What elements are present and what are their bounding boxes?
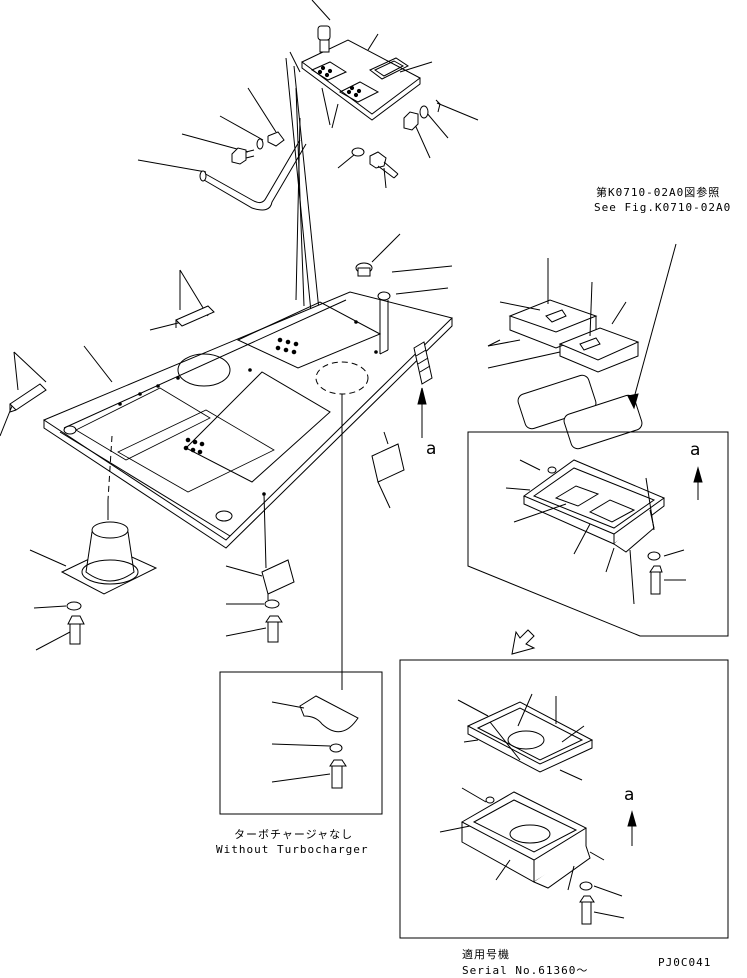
inset-turbo-caption-en: Without Turbocharger: [216, 843, 369, 856]
hollow-down-arrow: [511, 629, 536, 655]
handle-rod: [199, 139, 307, 211]
side-bracket-top: [175, 305, 215, 328]
ref-arrow: [627, 243, 677, 410]
nut-washer-group: [351, 99, 441, 179]
reference-note-en: See Fig.K0710-02A0: [594, 201, 732, 214]
inset-turbo: [219, 671, 383, 815]
floor-panel: [42, 291, 453, 549]
top-grommet: [317, 25, 331, 53]
right-grommet-strip: [413, 341, 433, 385]
top-cover-plate: [301, 39, 421, 121]
drawing-code: PJ0C041: [658, 956, 712, 969]
inset-serial-caption-jp: 適用号機: [462, 948, 510, 961]
view-marker-a-upper: a: [690, 440, 701, 460]
view-marker-a-main: a: [426, 439, 437, 459]
view-marker-a-inset: a: [624, 785, 635, 805]
mounting-pins: [355, 262, 391, 355]
bracket-right-center: [371, 431, 405, 509]
arrow-a-upper: [693, 466, 703, 500]
arrow-a-main: [417, 387, 427, 438]
turbo-guide: [107, 394, 343, 690]
floor-leader-lines: [0, 233, 453, 437]
bracket-bottom: [225, 493, 295, 643]
inset-turbo-caption-jp: ターボチャージャなし: [234, 828, 354, 841]
turbo-base-housing: [29, 521, 158, 651]
bolt-upper-right: [647, 549, 686, 595]
side-bracket-left: [9, 383, 47, 413]
detail-box-upper: [467, 431, 729, 637]
assembly-guide-lines: [285, 57, 331, 323]
battery-tray-upper: [505, 459, 666, 605]
top-leader-lines: [137, 0, 479, 189]
reference-note-jp: 第K0710-02A0図参照: [596, 186, 721, 199]
inset-serial: [399, 659, 729, 939]
inset-serial-caption-en: Serial No.61360～: [462, 964, 589, 977]
bracket-bolts: [231, 131, 285, 165]
pads-group: [487, 258, 643, 450]
